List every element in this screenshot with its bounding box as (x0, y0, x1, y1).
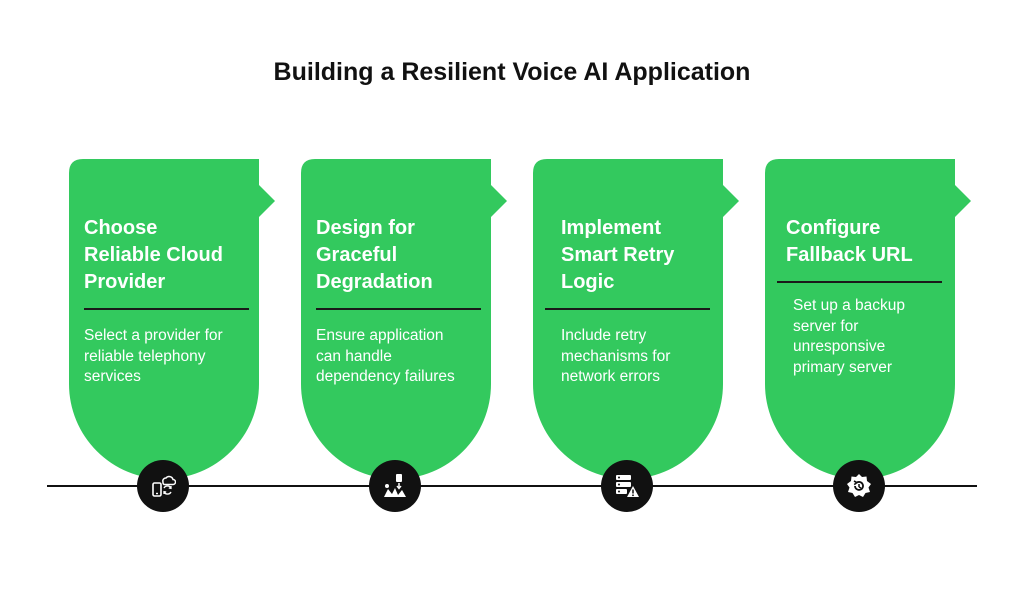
step-divider (316, 308, 481, 310)
server-warning-icon (616, 475, 639, 497)
card-shape (69, 159, 275, 479)
step-divider (545, 308, 710, 310)
timeline-node-4 (833, 460, 885, 512)
card-shape (301, 159, 507, 479)
degradation-icon (384, 474, 406, 497)
step-divider (777, 281, 942, 283)
step-card-2: Design for Graceful Degradation Ensure a… (301, 159, 507, 479)
timeline-node-3 (601, 460, 653, 512)
card-shape (533, 159, 739, 479)
step-title: Choose Reliable Cloud Provider (84, 217, 223, 293)
step-card-3: Implement Smart Retry Logic Include retr… (533, 159, 739, 479)
timeline-line (47, 485, 977, 487)
step-description: Include retry mechanisms for network err… (561, 327, 671, 385)
step-title: Configure Fallback URL (786, 217, 913, 266)
step-description: Select a provider for reliable telephony… (84, 327, 223, 385)
step-title: Implement Smart Retry Logic (561, 217, 675, 293)
cloud-phone-sync-icon (152, 475, 176, 497)
step-title: Design for Graceful Degradation (316, 217, 433, 293)
step-card-1: Choose Reliable Cloud Provider Select a … (69, 159, 275, 479)
timeline-node-2 (369, 460, 421, 512)
step-description: Set up a backup server for unresponsive … (793, 297, 906, 376)
card-shape (765, 159, 971, 479)
step-description: Ensure application can handle dependency… (316, 327, 455, 385)
page-title: Building a Resilient Voice AI Applicatio… (273, 58, 751, 86)
fallback-badge-icon (847, 474, 871, 497)
step-card-4: Configure Fallback URL Set up a backup s… (765, 159, 971, 479)
step-divider (84, 308, 249, 310)
timeline-node-1 (137, 460, 189, 512)
